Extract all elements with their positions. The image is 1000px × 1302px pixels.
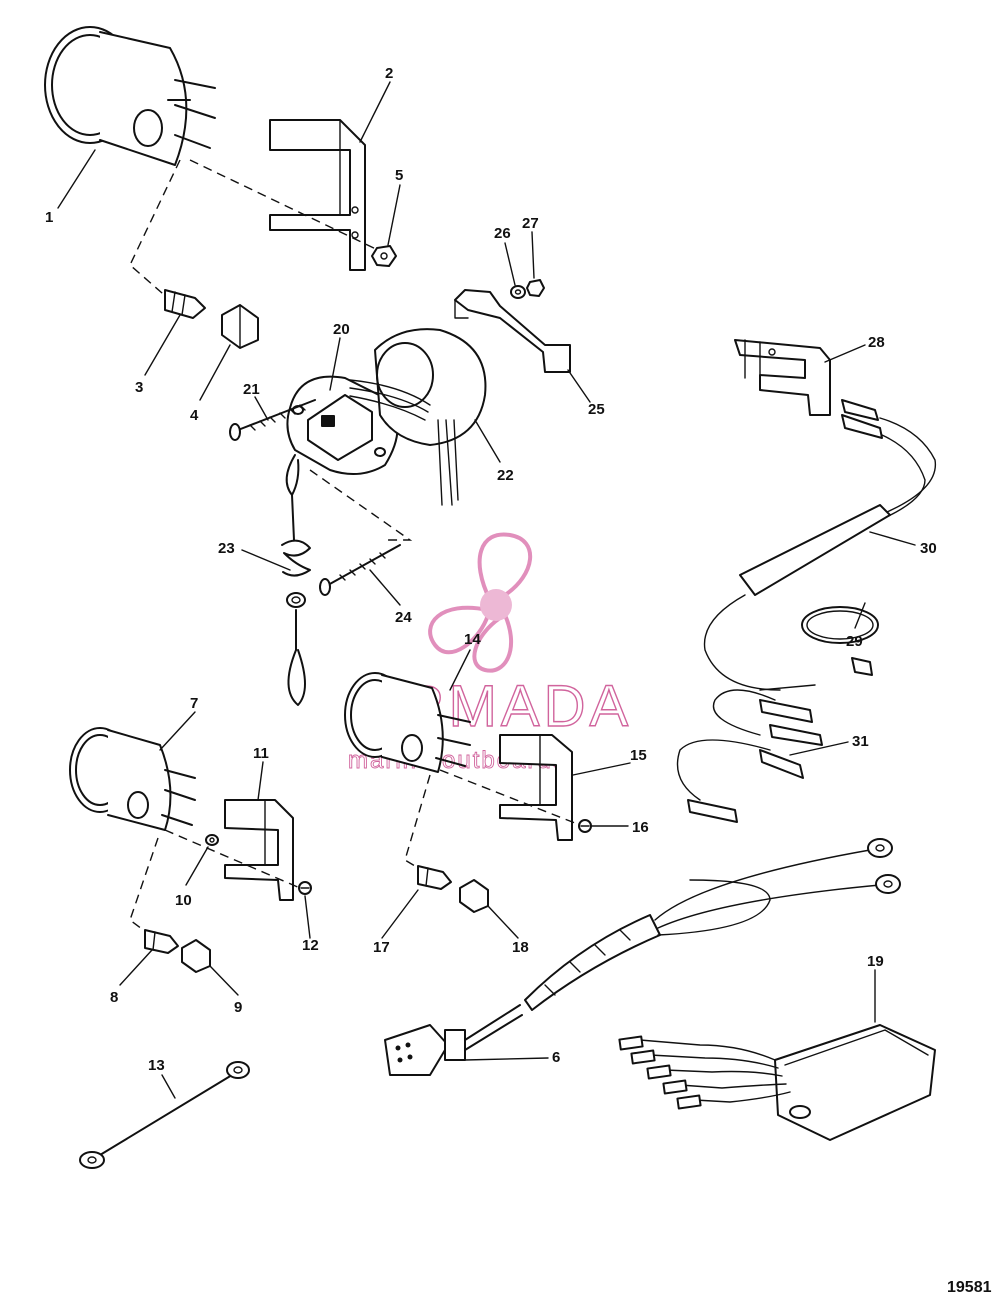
callout-7: 7 [190, 695, 198, 712]
callout-31: 31 [852, 733, 869, 750]
callout-17: 17 [373, 939, 390, 956]
harness-6 [384, 838, 901, 1076]
callout-28: 28 [868, 334, 885, 351]
bracket-25 [454, 289, 571, 373]
gauge-1 [44, 26, 216, 166]
nut-27 [526, 279, 545, 297]
callout-21: 21 [243, 381, 260, 398]
callout-1: 1 [45, 209, 53, 226]
callout-27: 27 [522, 215, 539, 232]
callout-4: 4 [190, 407, 199, 424]
bulb-9 [181, 939, 211, 973]
callout-3: 3 [135, 379, 143, 396]
screw-24 [319, 544, 401, 596]
callout-9: 9 [234, 999, 242, 1016]
bulb-socket-3 [164, 289, 206, 319]
cover-22 [349, 328, 487, 506]
callout-13: 13 [148, 1057, 165, 1074]
callout-8: 8 [110, 989, 118, 1006]
bulb-socket-17 [417, 865, 452, 890]
callout-5: 5 [395, 167, 403, 184]
bulb-4 [221, 304, 259, 349]
callout-6: 6 [552, 1049, 560, 1066]
callout-20: 20 [333, 321, 350, 338]
propeller-logo [428, 532, 533, 673]
screw-16 [578, 819, 592, 833]
gauge-7 [69, 727, 196, 831]
callout-12: 12 [302, 937, 319, 954]
bulb-18 [459, 879, 489, 913]
washer-26 [510, 285, 526, 299]
clamp-29 [801, 606, 879, 676]
bracket-28 [734, 339, 831, 416]
callout-19: 19 [867, 953, 884, 970]
callout-14: 14 [464, 631, 481, 648]
callout-2: 2 [385, 65, 393, 82]
callout-23: 23 [218, 540, 235, 557]
harness-30 [703, 399, 937, 691]
callout-10: 10 [175, 892, 192, 909]
leader-lines [57, 81, 916, 1099]
callout-24: 24 [395, 609, 412, 626]
nut-5 [371, 245, 397, 267]
bracket-11 [224, 799, 294, 901]
bulb-socket-8 [144, 929, 179, 954]
callout-30: 30 [920, 540, 937, 557]
gauge-14 [344, 672, 471, 773]
washer-10 [205, 834, 219, 846]
screw-21 [229, 399, 316, 441]
diagram-number: 19581 [947, 1279, 992, 1296]
callout-29: 29 [846, 633, 863, 650]
lanyard-23 [281, 454, 311, 706]
screw-12 [298, 881, 312, 895]
callout-11: 11 [253, 745, 269, 762]
callout-15: 15 [630, 747, 647, 764]
lead-13 [79, 1061, 250, 1169]
callout-22: 22 [497, 467, 514, 484]
bracket-2 [269, 119, 366, 271]
callout-26: 26 [494, 225, 511, 242]
callout-labels: 1 2 3 4 5 6 7 8 9 10 11 12 13 14 15 16 1… [45, 65, 992, 1296]
callout-18: 18 [512, 939, 529, 956]
callout-25: 25 [588, 401, 605, 418]
module-19 [618, 1024, 936, 1141]
callout-16: 16 [632, 819, 649, 836]
bracket-15 [499, 734, 573, 841]
connectors-31 [676, 689, 823, 823]
